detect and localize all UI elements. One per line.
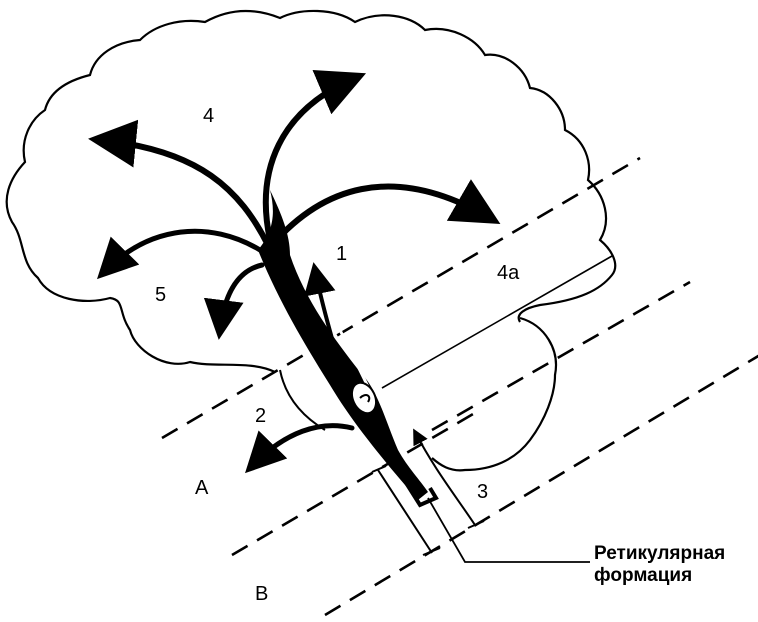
ascending-tract bbox=[258, 190, 428, 500]
label-1: 1 bbox=[336, 243, 348, 265]
label-b: B bbox=[255, 583, 269, 605]
projection-arrows bbox=[88, 70, 501, 474]
label-5: 5 bbox=[155, 284, 167, 306]
reticular-label-line1: Ретикулярная bbox=[594, 543, 726, 564]
label-4a: 4a bbox=[497, 262, 520, 284]
arrow-3 bbox=[413, 428, 476, 526]
label-a: A bbox=[195, 477, 209, 499]
nucleus-oval bbox=[350, 381, 378, 415]
reticular-formation-label: Ретикулярная формация bbox=[594, 543, 725, 587]
reticular-leader bbox=[427, 497, 590, 563]
label-2: 2 bbox=[255, 405, 267, 427]
brainstem-outline bbox=[279, 369, 326, 431]
reticular-label-line2: формация bbox=[594, 565, 693, 586]
section-line bbox=[381, 255, 613, 389]
label-4: 4 bbox=[203, 105, 215, 127]
level-brackets bbox=[371, 465, 441, 556]
label-3: 3 bbox=[477, 481, 489, 503]
level-lines bbox=[161, 156, 758, 617]
cortex-outline bbox=[5, 9, 617, 373]
cerebellum-outline bbox=[431, 316, 558, 472]
tract-end bbox=[396, 468, 439, 508]
